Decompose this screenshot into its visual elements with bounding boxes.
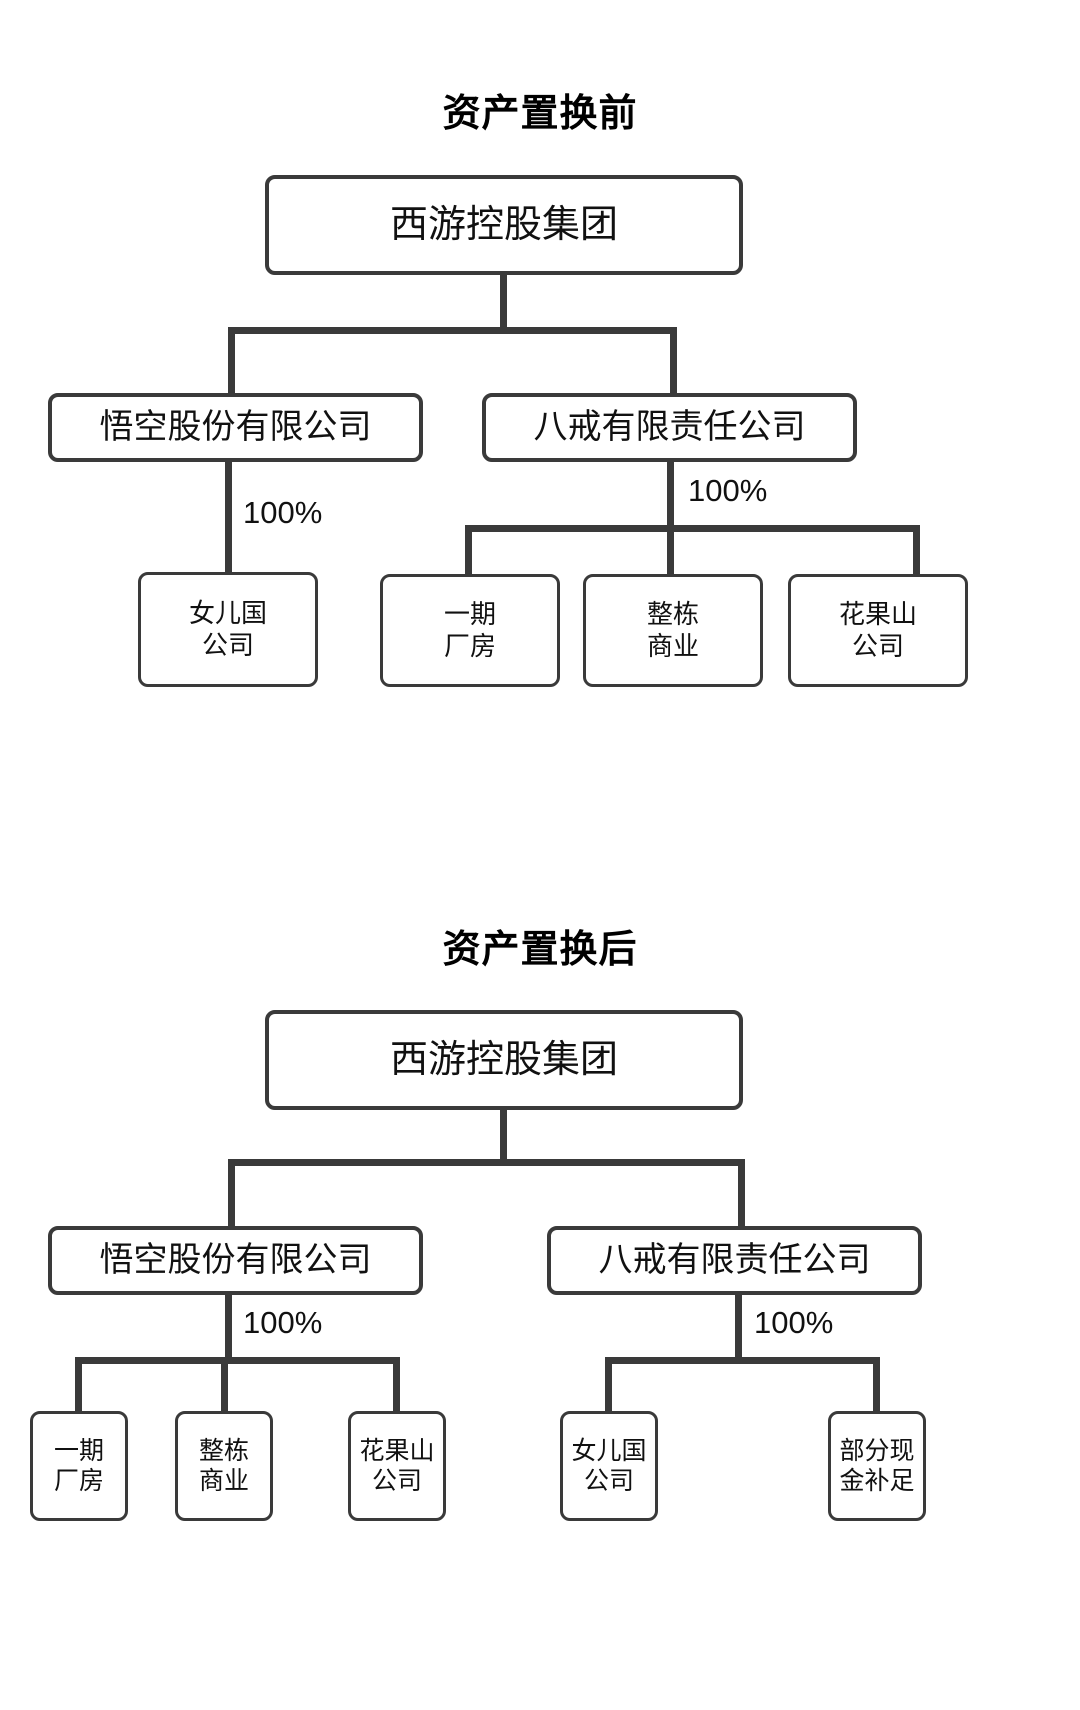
connector-wukong-c1-after: [75, 1357, 82, 1413]
connector-bajie-down-after: [735, 1295, 742, 1360]
percent-label-wukong-after: 100%: [243, 1305, 323, 1340]
percent-label-bajie-before: 100%: [688, 473, 768, 508]
node-wukong-before[interactable]: 悟空股份有限公司: [48, 393, 423, 462]
node-yiqi-changfang-before[interactable]: 一期 厂房: [380, 574, 560, 687]
node-huaguoshan-before[interactable]: 花果山 公司: [788, 574, 968, 687]
connector-bus-left-after: [228, 1159, 235, 1228]
connector-bajie-c1-after: [605, 1357, 612, 1413]
node-bajie-after[interactable]: 八戒有限责任公司: [547, 1226, 922, 1295]
connector-bajie-c1-before: [465, 525, 472, 575]
connector-wukong-down-after: [225, 1295, 232, 1360]
node-zhengdong-shangye-after[interactable]: 整栋 商业: [175, 1411, 273, 1521]
node-nverguo-after[interactable]: 女儿国 公司: [560, 1411, 658, 1521]
org-chart-after: 资产置换后 西游控股集团 悟空股份有限公司 八戒有限责任公司 100% 一期 厂…: [0, 855, 1080, 1710]
node-zhengdong-shangye-before[interactable]: 整栋 商业: [583, 574, 763, 687]
connector-root-down-after: [500, 1110, 507, 1162]
node-wukong-after[interactable]: 悟空股份有限公司: [48, 1226, 423, 1295]
connector-root-down-before: [500, 275, 507, 330]
node-root-before[interactable]: 西游控股集团: [265, 175, 743, 275]
org-chart-before: 资产置换前 西游控股集团 悟空股份有限公司 八戒有限责任公司 100% 女儿国 …: [48, 93, 968, 687]
connector-bajie-bus-after: [605, 1357, 880, 1364]
connector-bajie-c2-after: [873, 1357, 880, 1413]
connector-wukong-child-before: [225, 462, 232, 574]
node-bajie-before[interactable]: 八戒有限责任公司: [482, 393, 857, 462]
node-yiqi-changfang-after[interactable]: 一期 厂房: [30, 1411, 128, 1521]
connector-bajie-c3-before: [913, 525, 920, 575]
percent-label-wukong-before: 100%: [243, 495, 323, 530]
connector-bus-after: [228, 1159, 745, 1166]
connector-bajie-c2-before: [667, 525, 674, 575]
percent-label-bajie-after: 100%: [754, 1305, 834, 1340]
connector-bus-left-before: [228, 327, 235, 395]
connector-bajie-down-before: [667, 462, 674, 528]
connector-wukong-c2-after: [221, 1357, 228, 1413]
node-root-after[interactable]: 西游控股集团: [265, 1010, 743, 1110]
node-cash-supplement-after[interactable]: 部分现 金补足: [828, 1411, 926, 1521]
connector-bajie-bus-before: [465, 525, 920, 532]
connector-wukong-c3-after: [393, 1357, 400, 1413]
node-nverguo-before[interactable]: 女儿国 公司: [138, 572, 318, 687]
section-title-before: 资产置换前: [442, 93, 638, 135]
node-huaguoshan-after[interactable]: 花果山 公司: [348, 1411, 446, 1521]
connector-bus-right-after: [738, 1159, 745, 1228]
section-title-after: 资产置换后: [442, 929, 638, 971]
connector-bus-right-before: [670, 327, 677, 395]
connector-wukong-bus-after: [75, 1357, 400, 1364]
connector-bus-before: [228, 327, 677, 334]
